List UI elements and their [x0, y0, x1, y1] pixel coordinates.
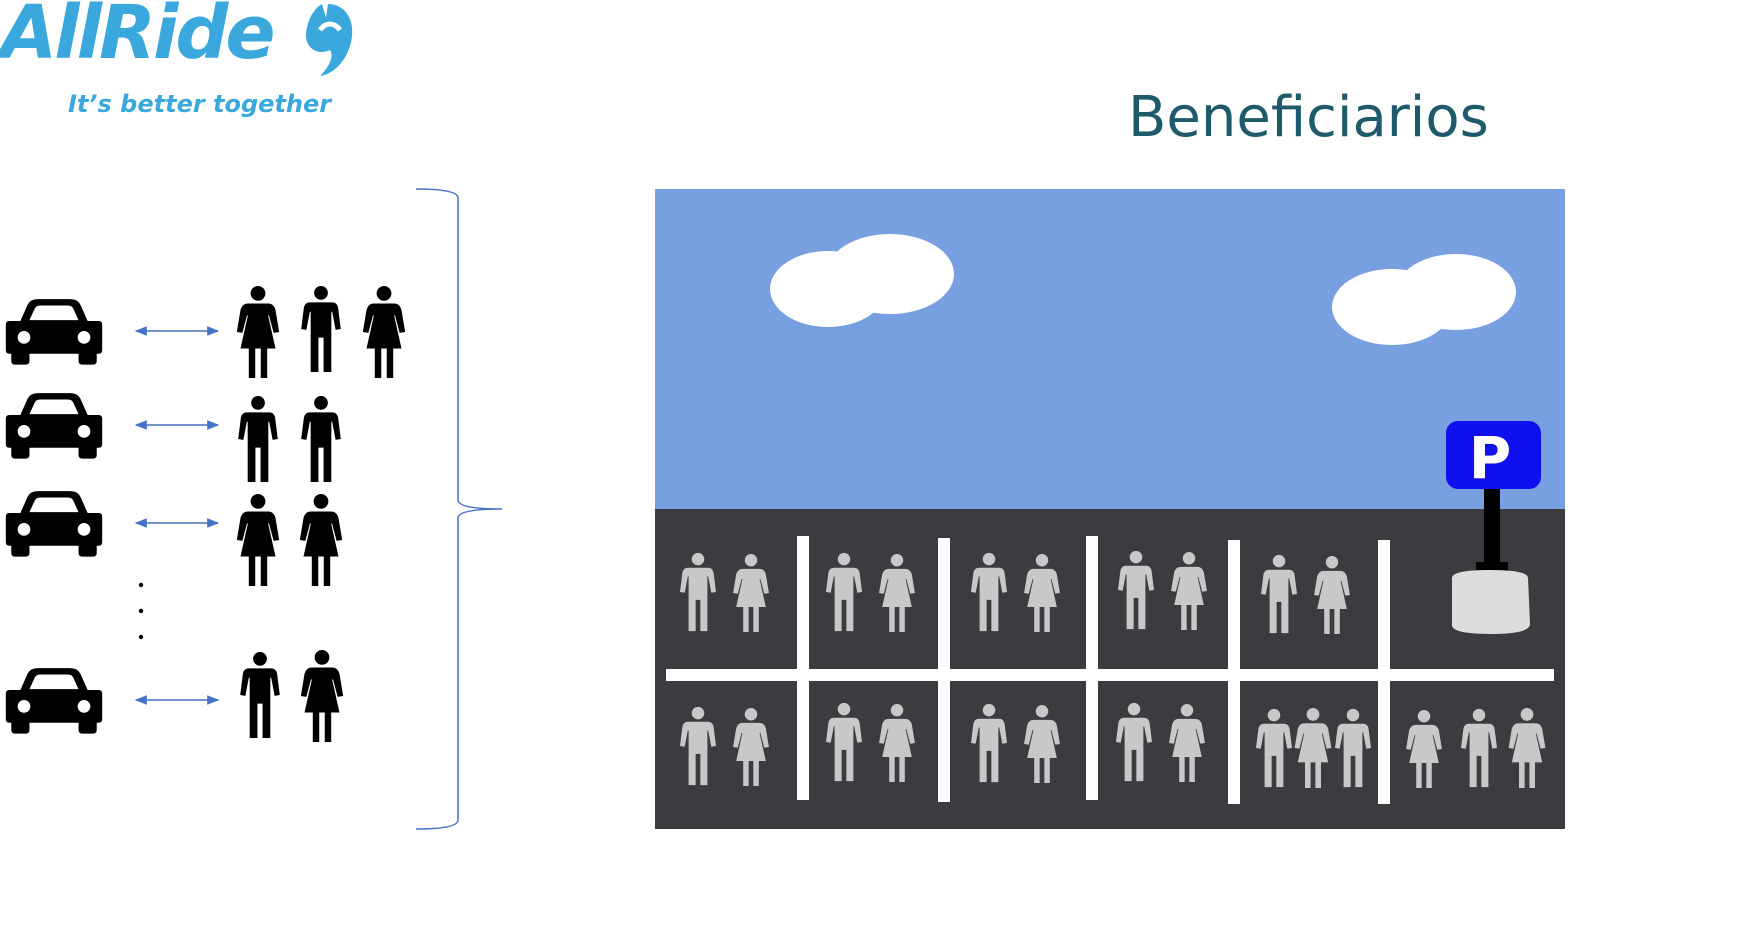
allride-logo: AllRide It’s better together	[0, 0, 400, 130]
carpool-row	[5, 286, 406, 378]
logo-wordmark: AllRide	[0, 0, 276, 76]
logo-tagline: It’s better together	[68, 90, 332, 118]
parking-lines	[666, 536, 1554, 804]
parking-sign-letter: P	[1469, 424, 1512, 492]
sky	[655, 189, 1565, 509]
carpool-row	[5, 650, 344, 742]
parking-sign-icon: P	[1446, 421, 1541, 634]
right-brace	[415, 188, 503, 830]
carpool-row	[5, 491, 343, 586]
page-title: Beneficiarios	[1128, 85, 1489, 150]
cloud-icon	[1332, 254, 1516, 345]
cloud-icon	[770, 234, 954, 327]
vertical-ellipsis-icon	[138, 582, 144, 640]
logo-bird-icon	[306, 4, 353, 76]
carpool-row	[5, 393, 341, 482]
carpool-diagram	[5, 188, 503, 830]
